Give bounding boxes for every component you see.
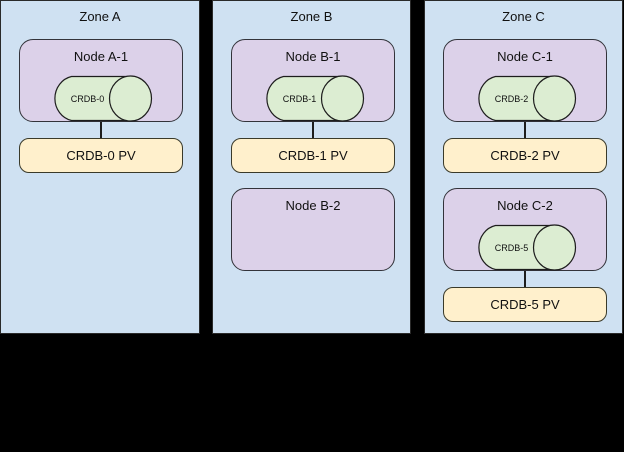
database-cylinder-crdb-5[interactable]: CRDB-5 <box>473 224 577 271</box>
node-title: Node C-2 <box>497 198 553 213</box>
persistent-volume-crdb-5-pv[interactable]: CRDB-5 PV <box>443 287 607 322</box>
node-title: Node B-2 <box>285 198 341 213</box>
cylinder-shape <box>478 75 577 122</box>
zone-title: Zone A <box>79 9 121 24</box>
database-cylinder-crdb-0[interactable]: CRDB-0 <box>49 75 153 122</box>
cylinder-shape <box>266 75 365 122</box>
pv-label: CRDB-1 PV <box>278 148 348 163</box>
database-cylinder-crdb-2[interactable]: CRDB-2 <box>473 75 577 122</box>
pv-label: CRDB-5 PV <box>490 297 560 312</box>
connector-line <box>524 122 526 138</box>
cylinder-shape <box>478 224 577 271</box>
node-node-b-2[interactable]: Node B-2 <box>231 188 395 271</box>
persistent-volume-crdb-1-pv[interactable]: CRDB-1 PV <box>231 138 395 173</box>
database-cylinder-crdb-1[interactable]: CRDB-1 <box>261 75 365 122</box>
connector-line <box>312 122 314 138</box>
pv-label: CRDB-0 PV <box>66 148 136 163</box>
zone-title: Zone C <box>502 9 545 24</box>
connector-line <box>100 122 102 138</box>
node-title: Node A-1 <box>73 49 129 64</box>
connector-line <box>524 271 526 287</box>
node-title: Node C-1 <box>497 49 553 64</box>
pv-label: CRDB-2 PV <box>490 148 560 163</box>
persistent-volume-crdb-2-pv[interactable]: CRDB-2 PV <box>443 138 607 173</box>
zone-title: Zone B <box>290 9 333 24</box>
node-title: Node B-1 <box>285 49 341 64</box>
cylinder-shape <box>54 75 153 122</box>
persistent-volume-crdb-0-pv[interactable]: CRDB-0 PV <box>19 138 183 173</box>
